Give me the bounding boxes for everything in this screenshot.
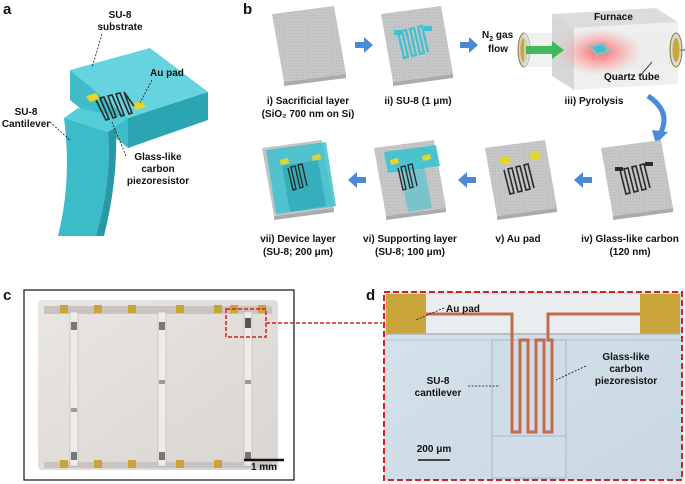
step-label-3: iii) Pyrolysis: [565, 96, 624, 107]
panel-a: a SU-8 substrate Au pad SU-8 Cantilever: [2, 1, 208, 236]
a-piezo-label: Glass-like carbon piezoresistor: [111, 121, 189, 187]
svg-text:piezoresistor: piezoresistor: [127, 176, 189, 187]
panel-d-letter: d: [366, 287, 375, 304]
d-au-pad-label: Au pad: [415, 304, 480, 321]
quartz-label: Quartz tube: [604, 72, 660, 83]
step-label-6: vi) Supporting layer (SU-8; 100 μm): [363, 234, 457, 258]
gas-arrow: [526, 41, 564, 59]
step-label-5: v) Au pad: [495, 234, 540, 245]
gas-label-flow: flow: [488, 44, 508, 55]
top-rail: [44, 306, 272, 314]
svg-text:cantilever: cantilever: [415, 388, 462, 399]
a-au-pad-label: Au pad: [139, 68, 184, 104]
svg-text:vi) Supporting layer: vi) Supporting layer: [363, 234, 457, 245]
panel-c: c: [3, 287, 382, 481]
a-substrate-label: SU-8 substrate: [91, 10, 143, 69]
panel-c-letter: c: [3, 287, 11, 304]
step-label-1: i) Sacrificial layer (SiO₂ 700 nm on Si): [262, 96, 355, 120]
a-cantilever-label: SU-8 Cantilever: [2, 107, 71, 141]
svg-text:piezoresistor: piezoresistor: [595, 376, 657, 387]
cantilever-columns: [69, 311, 253, 467]
arrow-4: [574, 172, 592, 188]
d-piezo-label: Glass-like carbon piezoresistor: [555, 352, 657, 387]
svg-text:Au pad: Au pad: [150, 68, 184, 79]
step-label-7: vii) Device layer (SU-8; 200 μm): [260, 234, 336, 258]
panel-b-letter: b: [243, 1, 252, 18]
panel-a-letter: a: [3, 1, 12, 18]
chip-step-5: [485, 140, 557, 220]
cantilever-top: [64, 108, 128, 132]
substrate-front-left: [70, 70, 128, 148]
cantilever-body: [58, 118, 109, 236]
svg-text:(SU-8; 100 μm): (SU-8; 100 μm): [375, 247, 445, 258]
chip-step-2: [381, 6, 453, 86]
arrow-1: [355, 37, 373, 53]
svg-text:substrate: substrate: [97, 22, 142, 33]
svg-text:vii) Device layer: vii) Device layer: [260, 234, 336, 245]
panel-b: b N2 gas flow: [243, 1, 685, 258]
furnace: [517, 8, 685, 90]
trace-left: [426, 312, 514, 330]
arrow-2: [460, 37, 478, 53]
svg-text:SU-8: SU-8: [109, 10, 132, 21]
svg-text:(SU-8; 200 μm): (SU-8; 200 μm): [263, 247, 333, 258]
panel-d-border: [383, 291, 683, 481]
gas-label: N2 gas: [482, 30, 514, 43]
au-pad-right: [132, 101, 146, 110]
arrow-5: [458, 172, 476, 188]
substrate-top: [70, 48, 208, 118]
trace-right: [546, 312, 640, 330]
scalebar-c-label: 1 mm: [251, 462, 277, 473]
svg-text:carbon: carbon: [609, 364, 642, 375]
svg-text:(120 nm): (120 nm): [609, 247, 650, 258]
curved-arrow-head: [652, 130, 668, 144]
svg-text:iv) Glass-like carbon: iv) Glass-like carbon: [581, 234, 679, 245]
svg-text:(SiO₂ 700 nm on Si): (SiO₂ 700 nm on Si): [262, 109, 355, 120]
au-pad-right-d: [640, 294, 680, 334]
panel-d: d Au pad SU-8 cantilever Glass-like carb…: [366, 287, 683, 481]
piezoresistor-trace: [95, 91, 135, 121]
svg-text:Au pad: Au pad: [446, 304, 480, 315]
step-label-4: iv) Glass-like carbon (120 nm): [581, 234, 679, 258]
svg-text:SU-8: SU-8: [15, 107, 38, 118]
chip-step-4: [601, 140, 673, 220]
svg-text:SU-8: SU-8: [427, 376, 450, 387]
substrate-front-right: [128, 92, 208, 148]
cantilever-side: [96, 128, 117, 236]
au-pad-left-d: [386, 294, 426, 334]
d-cantilever-label: SU-8 cantilever: [415, 376, 500, 399]
svg-text:Glass-like: Glass-like: [602, 352, 650, 363]
curved-arrow: [646, 93, 667, 136]
arrow-6: [348, 172, 366, 188]
furnace-label: Furnace: [594, 12, 633, 23]
chip-step-6: [374, 140, 446, 220]
svg-text:ii) SU-8 (1 μm): ii) SU-8 (1 μm): [384, 96, 451, 107]
svg-text:Glass-like: Glass-like: [134, 152, 182, 163]
svg-text:i) Sacrificial layer: i) Sacrificial layer: [267, 96, 349, 107]
svg-text:v) Au pad: v) Au pad: [495, 234, 540, 245]
chip-step-1: [272, 6, 346, 86]
svg-text:carbon: carbon: [141, 164, 174, 175]
quartz-leader: [639, 61, 653, 77]
serpentine-d: [510, 330, 554, 434]
step-label-2: ii) SU-8 (1 μm): [384, 96, 451, 107]
sensor-marks: [71, 318, 251, 460]
svg-text:Cantilever: Cantilever: [2, 119, 50, 130]
chip-step-7: [262, 140, 336, 220]
svg-text:iii) Pyrolysis: iii) Pyrolysis: [565, 96, 624, 107]
scalebar-d-label: 200 μm: [417, 444, 452, 455]
